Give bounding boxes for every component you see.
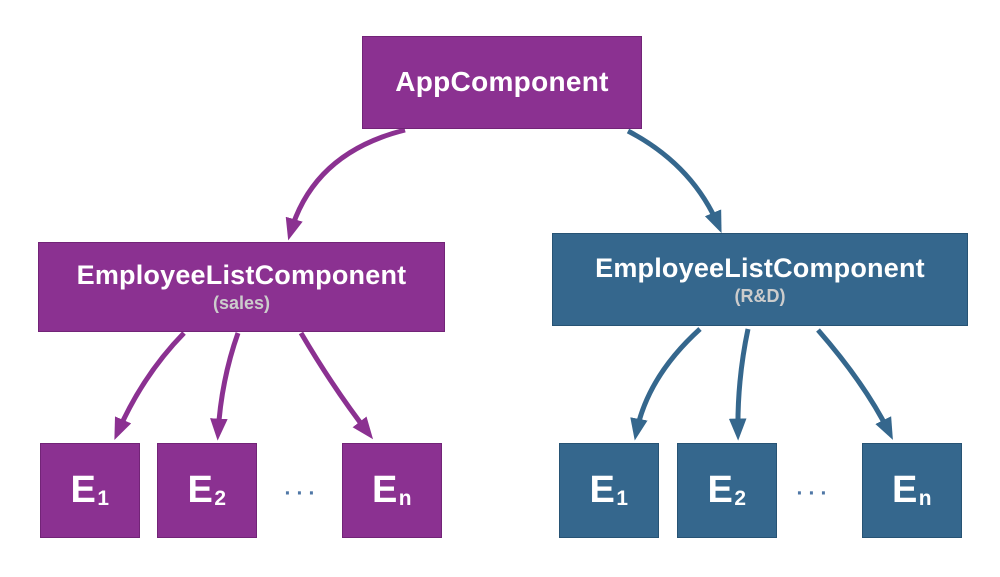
employee-label-subscript: n — [918, 487, 933, 510]
employee-label-main: E — [70, 468, 97, 511]
node-employee-sales-n: En — [342, 443, 442, 538]
employee-label-subscript: n — [398, 487, 413, 510]
employee-list-sales-subtitle: (sales) — [212, 293, 271, 314]
employee-sales-n-label: En — [372, 469, 412, 513]
app-component-label: AppComponent — [395, 66, 609, 98]
employee-rd-1-label: E1 — [590, 469, 629, 513]
employee-label-subscript: 1 — [97, 487, 110, 510]
employee-label-subscript: 2 — [734, 487, 747, 510]
employee-label-main: E — [589, 468, 616, 511]
ellipsis-sales: ··· — [284, 482, 321, 505]
employee-sales-2-label: E2 — [188, 469, 227, 513]
node-employee-rd-1: E1 — [559, 443, 659, 538]
employee-list-sales-title: EmployeeListComponent — [76, 260, 407, 291]
employee-label-subscript: 1 — [616, 487, 629, 510]
arrow-app-to-rd-list — [626, 128, 722, 234]
node-employee-list-sales: EmployeeListComponent (sales) — [38, 242, 445, 332]
employee-label-main: E — [707, 468, 734, 511]
employee-list-rd-subtitle: (R&D) — [734, 285, 786, 306]
node-employee-sales-2: E2 — [157, 443, 257, 538]
employee-sales-1-label: E1 — [71, 469, 110, 513]
employee-label-main: E — [891, 468, 918, 511]
arrow-rd-to-e2 — [728, 328, 751, 441]
employee-list-rd-title: EmployeeListComponent — [595, 252, 925, 283]
node-employee-rd-n: En — [862, 443, 962, 538]
arrow-sales-to-e1 — [114, 331, 186, 441]
node-app-component: AppComponent — [362, 36, 642, 129]
employee-rd-2-label: E2 — [708, 469, 747, 513]
node-employee-list-rd: EmployeeListComponent (R&D) — [552, 233, 968, 326]
ellipsis-rd: ··· — [796, 482, 833, 505]
employee-label-main: E — [371, 468, 398, 511]
node-employee-sales-1: E1 — [40, 443, 140, 538]
node-employee-rd-2: E2 — [677, 443, 777, 538]
arrow-rd-to-en — [816, 328, 893, 440]
employee-rd-n-label: En — [892, 469, 932, 513]
employee-label-main: E — [187, 468, 214, 511]
arrow-sales-to-e2 — [210, 332, 241, 441]
employee-label-subscript: 2 — [214, 487, 227, 510]
arrow-rd-to-e1 — [630, 327, 702, 441]
arrow-sales-to-en — [298, 331, 374, 440]
arrow-app-to-sales-list — [285, 127, 406, 241]
